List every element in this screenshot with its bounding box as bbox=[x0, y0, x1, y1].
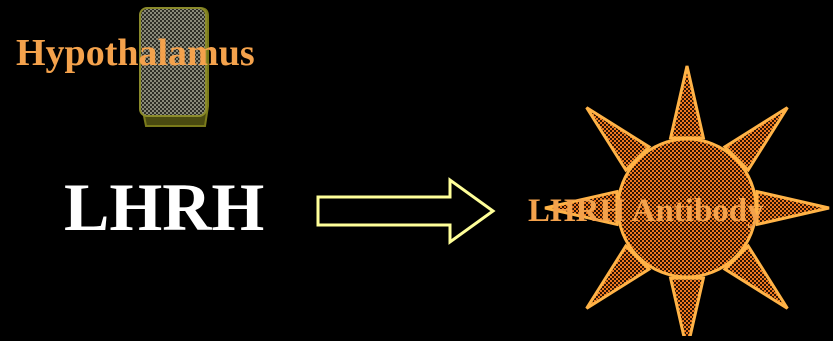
lhrh-label: LHRH bbox=[64, 169, 265, 245]
right-arrow-icon bbox=[316, 177, 496, 245]
hypothalamus-label: Hypothalamus bbox=[16, 32, 255, 74]
hypothalamus-gland-icon bbox=[139, 7, 209, 127]
antibody-sun-icon bbox=[544, 65, 830, 341]
antibody-sun-ray bbox=[668, 276, 706, 341]
antibody-sun-core bbox=[616, 137, 758, 279]
antibody-sun-ray bbox=[668, 65, 706, 140]
antibody-sun-ray bbox=[755, 189, 830, 227]
lhrh-antibody-label: LHRH Antibody bbox=[528, 193, 764, 229]
